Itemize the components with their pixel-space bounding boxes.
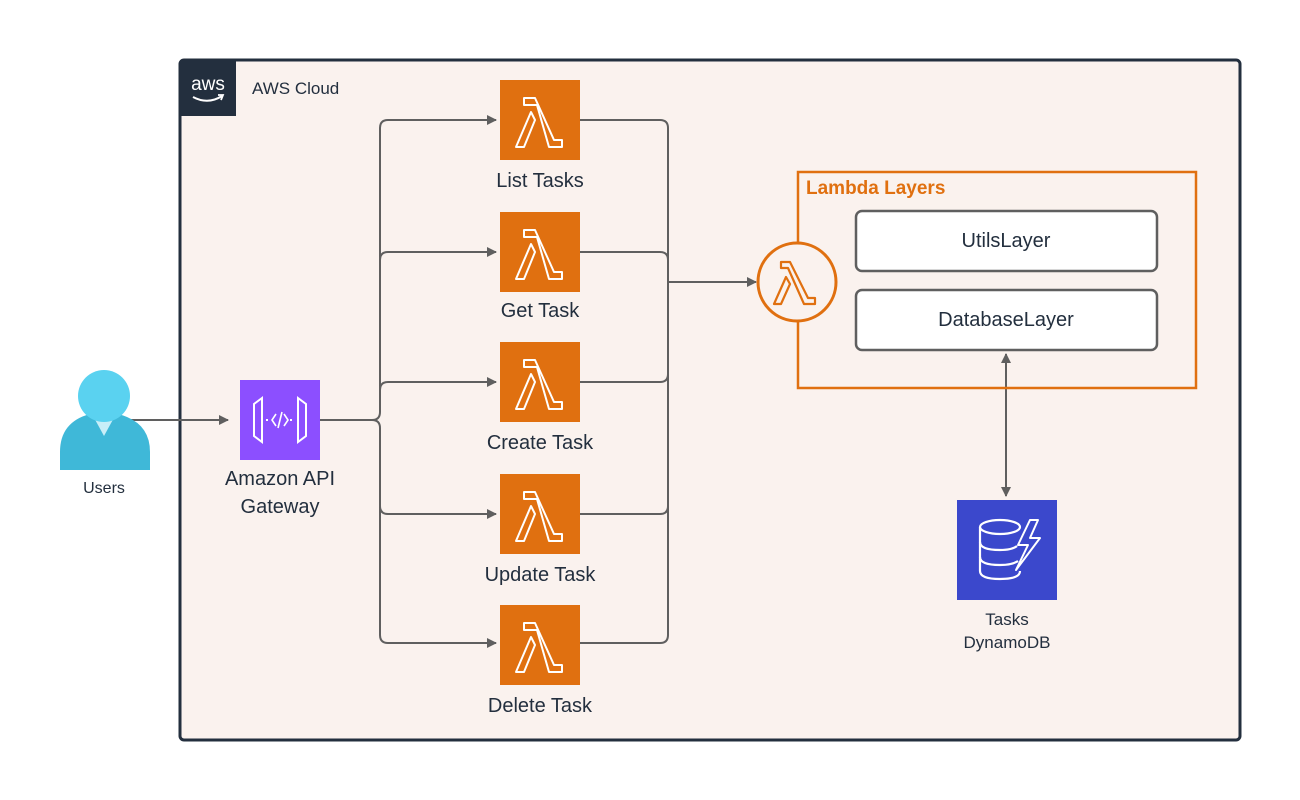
lambda-icon	[500, 80, 580, 160]
utils-layer-box: UtilsLayer	[854, 209, 1159, 273]
lambda-icon	[500, 605, 580, 685]
lambda-label: Delete Task	[488, 695, 593, 717]
aws-cloud-group: aws AWS Cloud	[178, 58, 1242, 742]
lambda-layers-group: Lambda Layers UtilsLayer DatabaseLayer	[756, 170, 1198, 390]
connectors	[128, 115, 1011, 648]
api-to-get-connector	[379, 247, 497, 261]
utils-layer-label: UtilsLayer	[962, 230, 1051, 252]
dynamodb-icon	[957, 500, 1057, 600]
lambda-merge-connector	[580, 119, 669, 644]
lambda-create-task: Create Task	[487, 342, 594, 454]
api-to-create-connector	[379, 377, 497, 391]
aws-cloud-label: AWS Cloud	[252, 79, 339, 98]
lambda-update-task: Update Task	[485, 474, 597, 586]
lambda-label: List Tasks	[496, 170, 583, 192]
dynamodb-label-line2: DynamoDB	[964, 633, 1051, 652]
users-node: Users	[60, 370, 150, 497]
lambda-label: Get Task	[501, 300, 581, 322]
database-layer-label: DatabaseLayer	[938, 309, 1074, 331]
dynamodb-node: Tasks DynamoDB	[957, 500, 1057, 652]
api-to-update-connector	[379, 505, 497, 519]
lambda-layer-icon	[756, 241, 838, 323]
api-to-delete-connector	[320, 419, 497, 648]
api-gateway-label-line2: Gateway	[241, 496, 320, 518]
users-label: Users	[83, 480, 125, 497]
lambda-layers-title: Lambda Layers	[806, 178, 945, 199]
aws-logo-icon: aws	[180, 60, 236, 116]
api-gateway-node: Amazon API Gateway	[225, 380, 335, 518]
lambda-delete-task: Delete Task	[488, 605, 593, 717]
api-gateway-icon	[240, 380, 320, 460]
lambda-list-tasks: List Tasks	[496, 80, 584, 192]
lambda-icon	[500, 474, 580, 554]
database-layer-box: DatabaseLayer	[854, 288, 1159, 352]
lambda-icon	[500, 342, 580, 422]
lambda-icon	[500, 212, 580, 292]
dynamodb-label-line1: Tasks	[985, 610, 1028, 629]
lambda-label: Create Task	[487, 432, 594, 454]
api-gateway-label-line1: Amazon API	[225, 468, 335, 490]
lambda-get-task: Get Task	[500, 212, 580, 322]
user-icon	[60, 370, 150, 470]
svg-text:aws: aws	[191, 74, 225, 95]
lambda-label: Update Task	[485, 564, 597, 586]
